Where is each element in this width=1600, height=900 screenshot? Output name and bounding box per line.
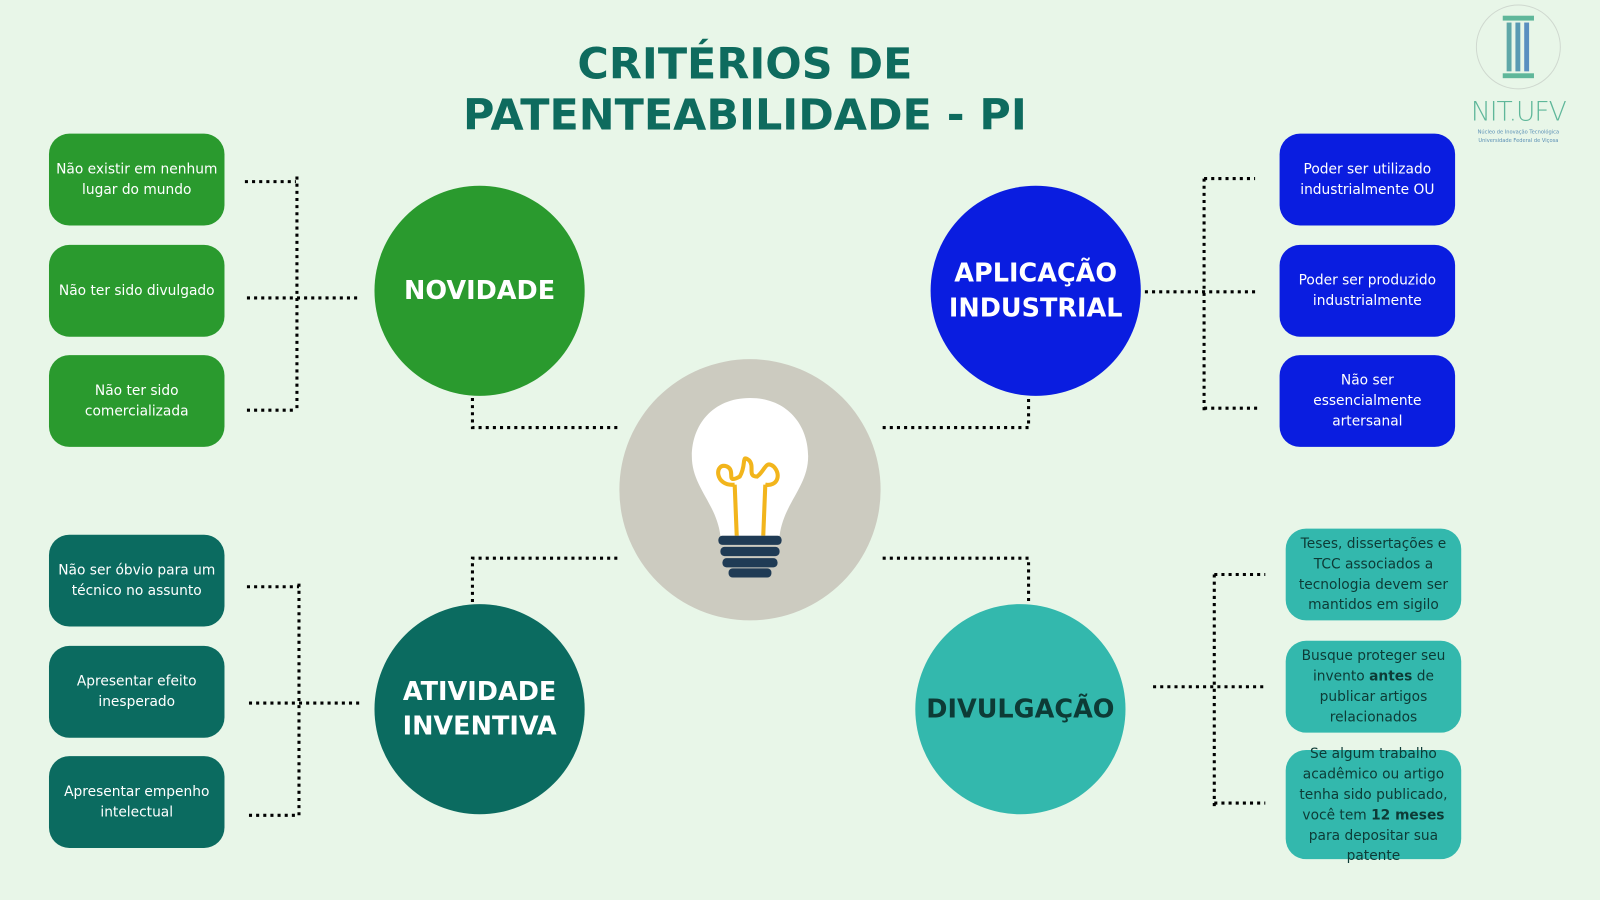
logo-subtitle-2: Universidade Federal de Viçosa (1478, 137, 1559, 144)
lightbulb-icon (691, 397, 809, 578)
text: para depositar sua patente (1308, 827, 1439, 864)
novidade-item: Não ter sido comercializada (48, 355, 225, 447)
aplicacao-label-1: APLICAÇÃO (954, 258, 1118, 288)
divulgacao-item: Se algum trabalho acadêmico ou artigo te… (1285, 745, 1462, 864)
atividade-item: Apresentar efeito inesperado (48, 645, 225, 738)
column-logo-icon (1475, 4, 1561, 90)
atividade-item: Não ser óbvio para um técnico no assunto (48, 534, 225, 627)
atividade-label-1: ATIVIDADE (402, 676, 557, 707)
title-line-1: CRITÉRIOS DE (577, 38, 913, 89)
novidade-item: Não existir em nenhum lugar do mundo (48, 133, 225, 226)
aplicacao-circle: APLICAÇÃO INDUSTRIAL (930, 185, 1141, 396)
novidade-item: Não ter sido divulgado (48, 244, 225, 337)
emphasis: antes (1369, 668, 1413, 685)
logo-subtitle-1: Núcleo de Inovação Tecnológica (1477, 129, 1560, 136)
divulgacao-item: Teses, dissertações e TCC associados a t… (1285, 528, 1462, 621)
aplicacao-item: Poder ser utilizado industrialmente OU (1279, 133, 1456, 226)
divulgacao-item: Busque proteger seu invento antes de pub… (1285, 640, 1462, 733)
novidade-label: NOVIDADE (404, 275, 556, 306)
emphasis: 12 meses (1371, 806, 1445, 823)
text: Busque proteger seu invento (1301, 647, 1446, 685)
aplicacao-item: Não ser essencialmente artersanal (1279, 355, 1456, 447)
lightbulb-circle (619, 359, 881, 621)
atividade-item: Apresentar empenho intelectual (48, 756, 225, 848)
text: de publicar artigos relacionados (1319, 668, 1434, 726)
page-title: CRITÉRIOS DE PATENTEABILIDADE - PI (388, 39, 1102, 141)
aplicacao-item: Poder ser produzido industrialmente (1279, 244, 1456, 337)
nit-ufv-logo: NIT.UFV Núcleo de Inovação Tecnológica U… (1465, 2, 1571, 145)
logo-name: NIT.UFV (1470, 96, 1567, 128)
aplicacao-label-2: INDUSTRIAL (948, 292, 1123, 323)
divulgacao-circle: DIVULGAÇÃO (915, 604, 1126, 815)
text: Se algum trabalho acadêmico ou artigo te… (1299, 745, 1448, 823)
atividade-label-2: INVENTIVA (402, 711, 557, 741)
novidade-circle: NOVIDADE (374, 185, 585, 396)
atividade-circle: ATIVIDADE INVENTIVA (374, 604, 585, 815)
title-line-2: PATENTEABILIDADE - PI (462, 89, 1027, 140)
divulgacao-label: DIVULGAÇÃO (926, 693, 1115, 724)
